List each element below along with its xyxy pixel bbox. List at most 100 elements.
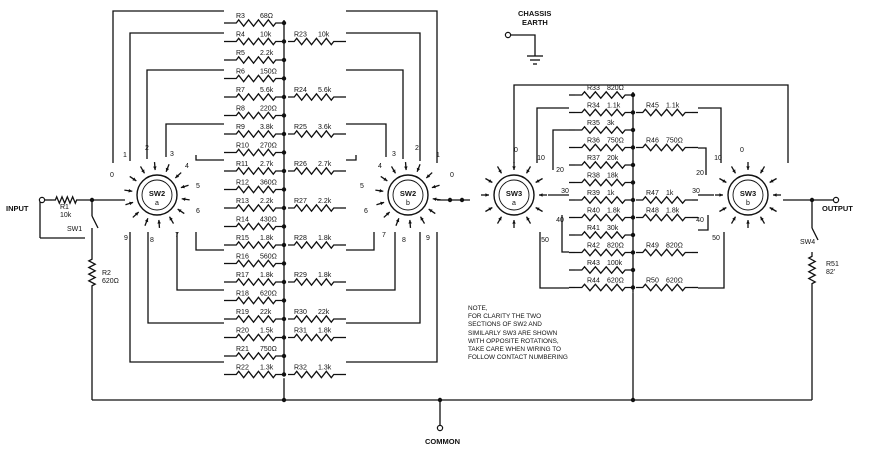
resistor-r20-value: 1.5k (260, 328, 274, 335)
sw2b-feeder (346, 232, 438, 363)
resistor-r28-value: 1.8k (318, 235, 332, 242)
sw3b-contact-arrow-head (722, 179, 727, 183)
junction-dot (281, 187, 287, 192)
resistor-r15-value: 1.8k (260, 235, 274, 242)
resistor-r33-value: 820Ω (607, 85, 624, 92)
junction-dot (281, 113, 287, 118)
resistor-r7-value: 5.6k (260, 87, 274, 94)
sw3b-rotary-switch-ring (727, 174, 769, 216)
sw2a-contact-arrow-head (141, 169, 145, 174)
junction-dot (281, 298, 287, 303)
sw3b-contact-arrow-head (746, 166, 750, 170)
junction-dot (281, 242, 287, 248)
resistor-r11-name: R11 (236, 161, 248, 168)
sw2a-contact-arrow-head (144, 218, 149, 223)
sw2a-contact-5-label: 5 (196, 183, 200, 190)
sw2a-feeder (112, 10, 224, 163)
resistor-r25-name: R25 (294, 124, 307, 131)
resistor-zigzag (288, 333, 340, 342)
resistor-r45-name: R45 (646, 103, 659, 110)
resistor-zigzag (288, 166, 340, 176)
resistor-zigzag (230, 148, 282, 157)
resistor-zigzag (230, 74, 282, 83)
resistor-r12-name: R12 (236, 180, 249, 187)
sw3b-rotary-switch-knob (732, 179, 764, 211)
resistor-r16-name: R16 (236, 254, 249, 261)
sw2b-contact-arrow-head (395, 218, 400, 223)
resistor-zigzag (230, 166, 282, 176)
resistor-zigzag (288, 129, 340, 139)
junction-dot (630, 397, 636, 403)
resistor-r47-name: R47 (646, 190, 659, 197)
sw2b-contact-arrow-head (432, 197, 437, 201)
resistor-r20-name: R20 (236, 328, 249, 335)
sw2a-contact-0-label: 0 (110, 172, 114, 179)
junction-dot (281, 150, 287, 155)
sw2b-contact-7-label: 7 (382, 232, 386, 239)
sw3a-feeder (561, 215, 569, 253)
sw2b-feeder (346, 32, 421, 161)
resistor-zigzag (575, 265, 632, 275)
sw3b-contact-arrow-head (719, 193, 723, 197)
sw2b-contact-arrow-head (431, 184, 436, 189)
resistor-r35-name: R35 (587, 120, 600, 127)
sw3b-contact-0-label: 0 (740, 147, 744, 154)
sw3a-contact-50-label: 50 (541, 237, 549, 244)
sw2b-feeder (346, 69, 404, 159)
resistor-r36-name: R36 (587, 138, 600, 145)
sw3-outer-loop (513, 84, 789, 163)
sw2a-contact-7-label: 7 (175, 232, 179, 239)
sw2a-contact-arrow-head (134, 212, 139, 216)
sw3b-name: SW3 (740, 189, 756, 198)
sw2a-contact-4-label: 4 (185, 163, 189, 170)
junction-dot (281, 205, 287, 211)
resistor-r36-value: 750Ω (607, 138, 624, 145)
sw3b-contact-arrow-head (769, 179, 774, 183)
sw3b-contact-arrow-head (732, 216, 736, 221)
resistor-r23-name: R23 (294, 32, 307, 39)
junction-dot (281, 131, 287, 137)
sw2b-rotary-switch-knob (392, 179, 424, 211)
junction-dot (437, 397, 443, 403)
junction-dot (459, 197, 465, 203)
note-line: SIMILARLY SW3 ARE SHOWN (468, 329, 558, 337)
resistor-r4-name: R4 (236, 32, 245, 39)
resistor-r42-value: 820Ω (607, 243, 624, 250)
sw2a-contact-arrow-head (177, 209, 182, 213)
resistor-r19-name: R19 (236, 309, 249, 316)
resistor-r31-name: R31 (294, 328, 307, 335)
resistor-zigzag (230, 370, 282, 379)
resistor-zigzag (230, 111, 282, 120)
resistor-zigzag (288, 37, 340, 46)
resistor-r17-value: 1.8k (260, 272, 274, 279)
sw3a-contact-arrow-head (526, 169, 530, 174)
sw2a-contact-1-label: 1 (123, 152, 127, 159)
sw2b-contact-arrow-head (426, 174, 431, 178)
resistor-zigzag (230, 333, 282, 342)
sw2a-feeder (176, 232, 224, 291)
resistor-zigzag (575, 213, 632, 222)
junction-dot (630, 285, 636, 290)
sw2b-contact-arrow-head (379, 189, 384, 193)
sw2b-contact-2-label: 2 (415, 145, 419, 152)
sw3a-contact-arrow-head (488, 207, 493, 211)
resistor-zigzag (575, 125, 632, 135)
sw2a-feeder (165, 123, 224, 157)
resistor-zigzag (52, 195, 80, 205)
resistor-r12-value: 360Ω (260, 180, 277, 187)
resistor-zigzag (575, 160, 632, 170)
junction-dot (281, 57, 287, 63)
resistor-r24-name: R24 (294, 87, 307, 94)
resistor-r40-value: 1.8k (607, 208, 621, 215)
output-terminal (832, 196, 840, 204)
resistor-zigzag (636, 283, 692, 292)
resistor-r38-value: 18k (607, 173, 619, 180)
resistor-r38-name: R38 (587, 173, 600, 180)
sw2b-contact-arrow-head (408, 219, 412, 224)
sw3b-feeder (698, 107, 722, 163)
resistor-r49-name: R49 (646, 243, 659, 250)
chassis-earth-terminal (504, 31, 512, 39)
resistor-r9-name: R9 (236, 124, 245, 131)
resistor-zigzag (636, 195, 692, 205)
